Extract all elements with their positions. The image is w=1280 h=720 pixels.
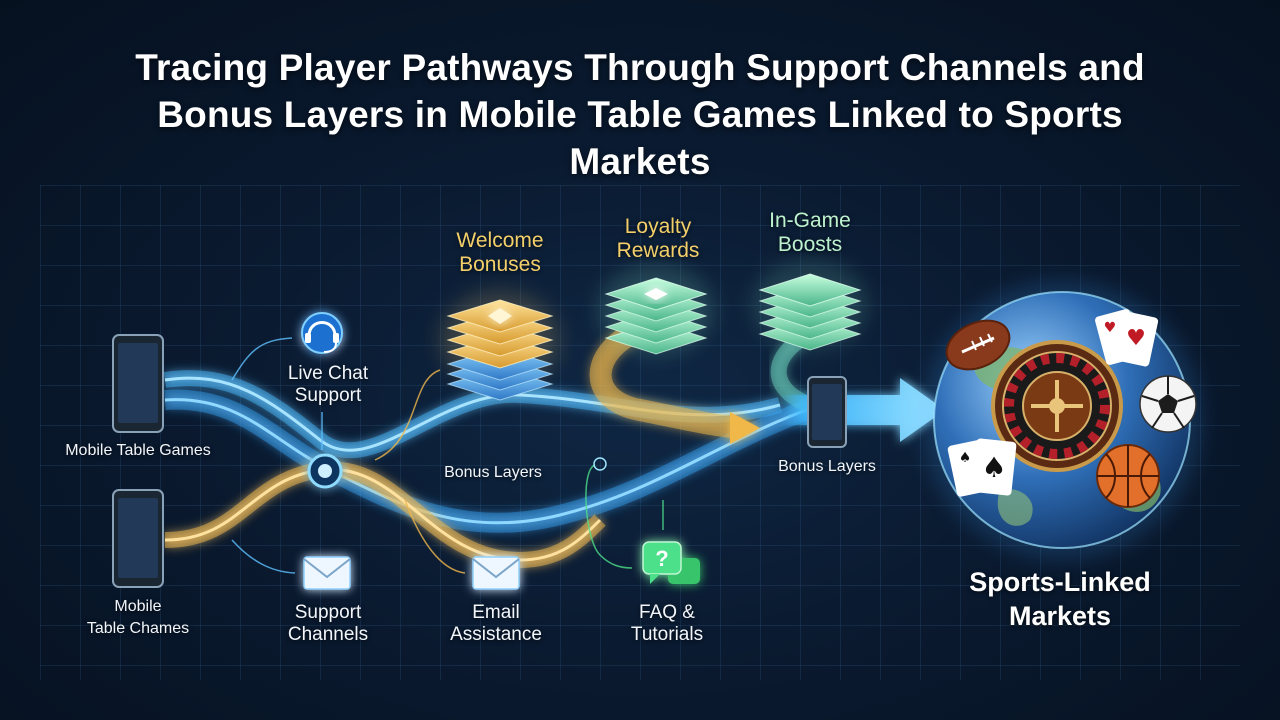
live-chat-support-label: Live Chat Support [287, 363, 369, 406]
football-icon [945, 319, 1011, 371]
bonus-layers-label: Bonus Layers [444, 464, 542, 481]
bonus-stack-icon [440, 290, 560, 401]
smartphone-icon [112, 489, 164, 588]
svg-text:♥: ♥ [1104, 320, 1117, 336]
page-title: Tracing Player Pathways Through Support … [135, 47, 1145, 182]
svg-text:♠: ♠ [981, 451, 1006, 484]
faq-tutorials-label: FAQ & Tutorials [630, 602, 704, 645]
connector-lines [231, 337, 664, 574]
smartphone-icon [807, 376, 847, 448]
svg-text:♠: ♠ [959, 450, 972, 466]
pathway-hub-node [307, 453, 343, 489]
bonus-stack-icon [752, 260, 868, 351]
smartphone-icon [112, 334, 164, 433]
sports-linked-markets-label: Sports-Linked Markets [969, 567, 1151, 631]
support-channels-label: Support Channels [287, 602, 369, 645]
svg-text:♥: ♥ [1126, 326, 1146, 351]
bonus-layers-right-label: Bonus Layers [778, 458, 876, 475]
soccer-ball-icon [1139, 375, 1197, 433]
playing-cards-icon: ♥ ♥ [1095, 309, 1159, 367]
bonus-stack-icon [598, 265, 714, 355]
headset-icon [301, 312, 343, 354]
blue-stream-middle [164, 389, 824, 533]
envelope-icon [303, 556, 351, 590]
pathway-ring-node [593, 457, 607, 471]
mobile-table-games-label-bottom: Mobile Table Chames [86, 598, 190, 637]
welcome-bonuses-label: Welcome Bonuses [456, 229, 544, 276]
playing-cards-icon: ♠ ♠ [947, 438, 1017, 497]
gold-stream [164, 461, 606, 569]
main-flow-arrow [780, 378, 945, 442]
mobile-table-games-label: Mobile Table Games [65, 442, 211, 459]
gold-loop-stream [589, 319, 760, 444]
question-chat-icon: ? [642, 541, 700, 584]
in-game-boosts-label: In-Game Boosts [769, 209, 851, 256]
roulette-icon [991, 340, 1123, 472]
svg-text:?: ? [655, 546, 668, 571]
email-assistance-label: Email Assistance [450, 602, 542, 645]
basketball-icon [1096, 444, 1160, 508]
loyalty-rewards-label: Loyalty Rewards [616, 215, 700, 262]
envelope-icon [472, 556, 520, 590]
